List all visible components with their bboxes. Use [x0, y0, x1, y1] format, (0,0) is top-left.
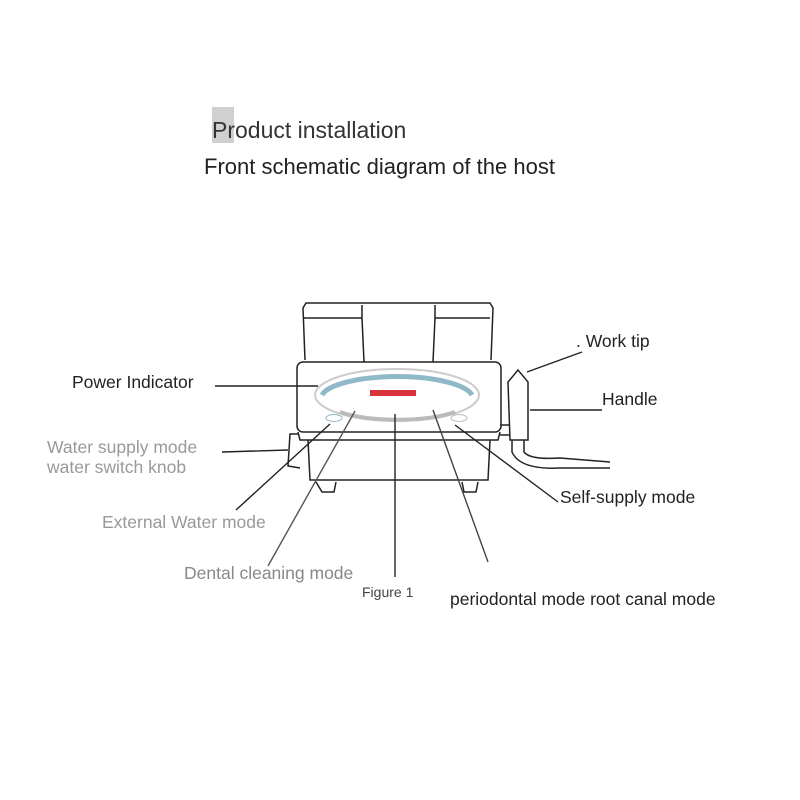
handpiece — [507, 368, 529, 441]
top-tray — [302, 302, 494, 361]
label-periodontal-root-canal-mode: periodontal mode root canal mode — [450, 589, 716, 609]
label-self-supply-mode: Self-supply mode — [560, 487, 696, 507]
label-water-switch-knob: water switch knob — [47, 457, 187, 477]
label-water-supply-mode: Water supply mode — [47, 437, 198, 457]
label-dental-cleaning-mode: Dental cleaning mode — [184, 563, 354, 583]
figure-caption: Figure 1 — [362, 584, 414, 600]
label-handle: Handle — [602, 389, 658, 409]
leader-lines — [215, 351, 602, 577]
logo — [370, 390, 416, 396]
water-switch-knob — [287, 433, 301, 469]
power-indicator-ring — [319, 374, 475, 397]
title-text: Product installation — [212, 117, 407, 143]
label-power-indicator: Power Indicator — [72, 372, 194, 392]
host-body — [296, 361, 502, 433]
highlight-mark — [212, 107, 234, 143]
page-title: Product installation — [212, 107, 407, 144]
label-external-water-mode: External Water mode — [102, 512, 266, 532]
subtitle: Front schematic diagram of the host — [204, 154, 555, 179]
label-work-tip: . Work tip — [576, 331, 650, 351]
